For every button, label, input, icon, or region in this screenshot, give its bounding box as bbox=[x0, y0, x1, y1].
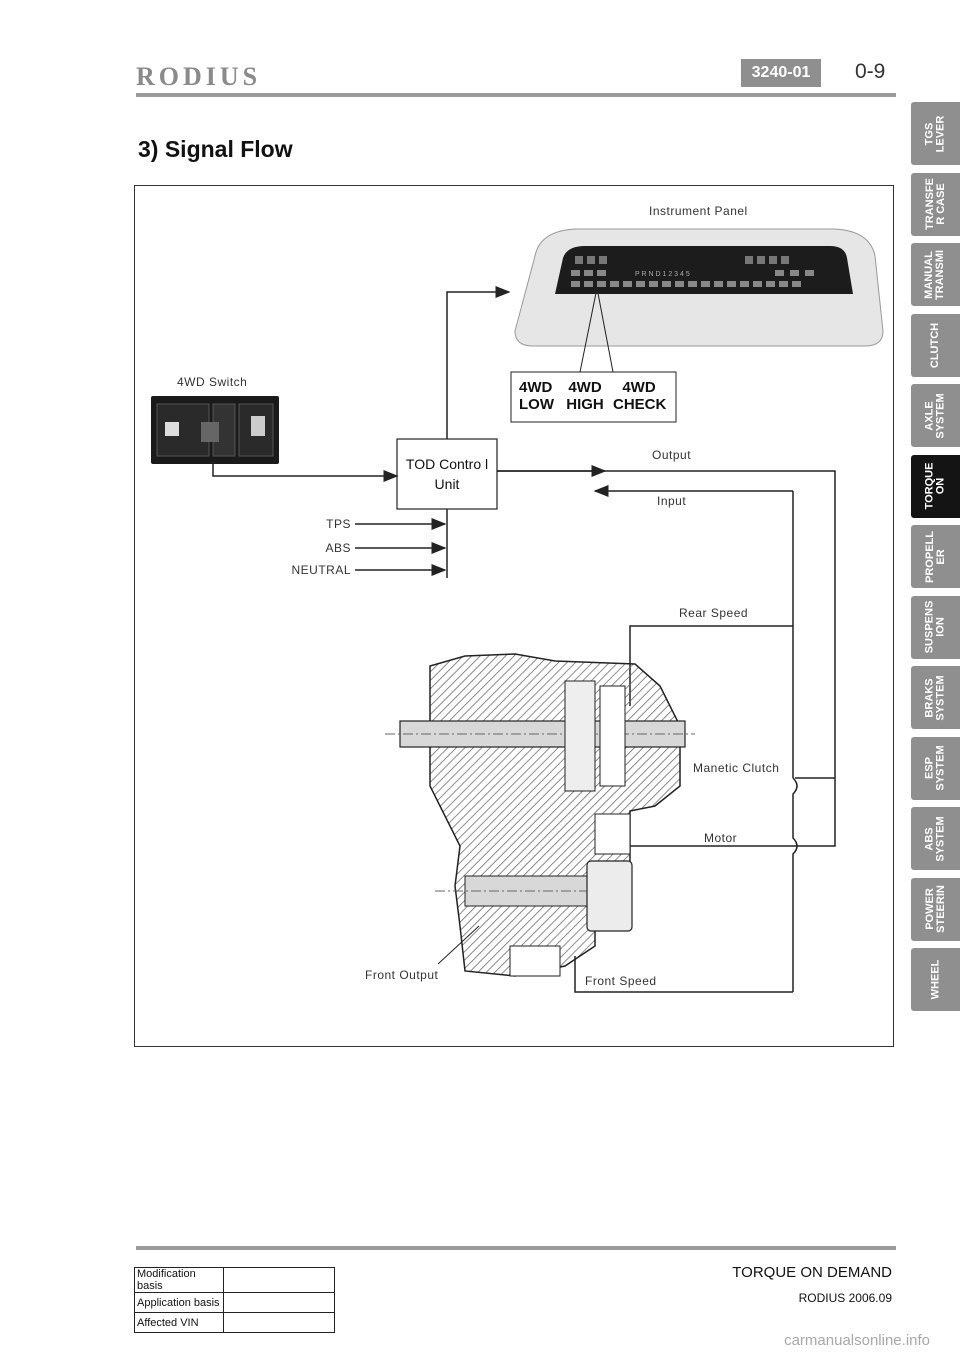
instrument-panel-image: P R N D 1 2 3 4 5 bbox=[514, 228, 884, 373]
indicator-4wd-low-bottom: LOW bbox=[519, 396, 554, 413]
indicator-box bbox=[510, 371, 677, 423]
indicator-4wd-check-bottom: CHECK bbox=[613, 396, 667, 413]
svg-text:P R N D 1 2 3 4 5: P R N D 1 2 3 4 5 bbox=[635, 271, 690, 278]
transfer-case-drawing bbox=[385, 653, 695, 977]
signal-neutral: NEUTRAL bbox=[291, 563, 351, 577]
modification-table: Modification basis Application basis Aff… bbox=[134, 1267, 335, 1333]
signal-tps: TPS bbox=[326, 517, 351, 531]
front-output-label: Front Output bbox=[365, 968, 439, 982]
table-row: Application basis bbox=[134, 1292, 335, 1313]
output-label: Output bbox=[652, 448, 692, 462]
tcu-label-line1: TOD Contro l bbox=[405, 456, 489, 472]
header-divider bbox=[136, 93, 896, 97]
front-speed-label: Front Speed bbox=[585, 974, 657, 988]
4wd-switch-image bbox=[151, 396, 279, 464]
diagram-drawing: P R N D 1 2 3 4 5 bbox=[151, 228, 884, 993]
motor-label: Motor bbox=[704, 831, 738, 845]
application-basis-value bbox=[223, 1292, 335, 1313]
tab-label: WHEEL bbox=[928, 959, 941, 1000]
section-code-badge: 3240-01 bbox=[741, 59, 821, 87]
table-row: Modification basis bbox=[134, 1267, 335, 1293]
tcu-label-line2: Unit bbox=[434, 476, 460, 492]
indicator-4wd-check: 4WD CHECK bbox=[613, 379, 667, 413]
instrument-panel-label: Instrument Panel bbox=[649, 204, 748, 218]
page-title: 3) Signal Flow bbox=[138, 136, 293, 162]
indicator-4wd-low-top: 4WD bbox=[519, 379, 553, 396]
watermark: carmanualsonline.info bbox=[784, 1332, 930, 1349]
affected-vin-label: Affected VIN bbox=[134, 1312, 224, 1333]
footer-edition: RODIUS 2006.09 bbox=[798, 1291, 892, 1305]
indicator-4wd-high: 4WD HIGH bbox=[565, 379, 605, 413]
magnetic-clutch-label: Manetic Clutch bbox=[693, 761, 780, 775]
tab-clutch[interactable]: CLUTCH bbox=[911, 313, 960, 377]
indicator-4wd-high-top: 4WD bbox=[568, 379, 602, 396]
brand-logo: RODIUS bbox=[136, 62, 262, 91]
affected-vin-value bbox=[223, 1312, 335, 1333]
modification-basis-value bbox=[223, 1267, 335, 1293]
signal-flow-diagram: P R N D 1 2 3 4 5 bbox=[134, 185, 894, 1047]
application-basis-label: Application basis bbox=[134, 1292, 224, 1313]
tab-label: CLUTCH bbox=[929, 322, 941, 368]
signal-abs: ABS bbox=[325, 541, 351, 555]
modification-basis-label: Modification basis bbox=[134, 1267, 224, 1293]
indicator-4wd-low: 4WD LOW bbox=[519, 379, 554, 413]
indicator-4wd-check-top: 4WD bbox=[622, 379, 656, 396]
indicator-4wd-high-bottom: HIGH bbox=[566, 396, 604, 413]
tcu-label: TOD Contro l Unit bbox=[397, 454, 497, 494]
tab-wheel[interactable]: WHEEL bbox=[911, 948, 960, 1011]
rear-speed-label: Rear Speed bbox=[679, 606, 749, 620]
footer-section-name: TORQUE ON DEMAND bbox=[732, 1264, 892, 1281]
page-number: 0-9 bbox=[855, 60, 886, 83]
footer-divider bbox=[136, 1246, 896, 1250]
4wd-switch-label: 4WD Switch bbox=[177, 375, 248, 389]
table-row: Affected VIN bbox=[134, 1312, 335, 1333]
input-label: Input bbox=[657, 494, 687, 508]
